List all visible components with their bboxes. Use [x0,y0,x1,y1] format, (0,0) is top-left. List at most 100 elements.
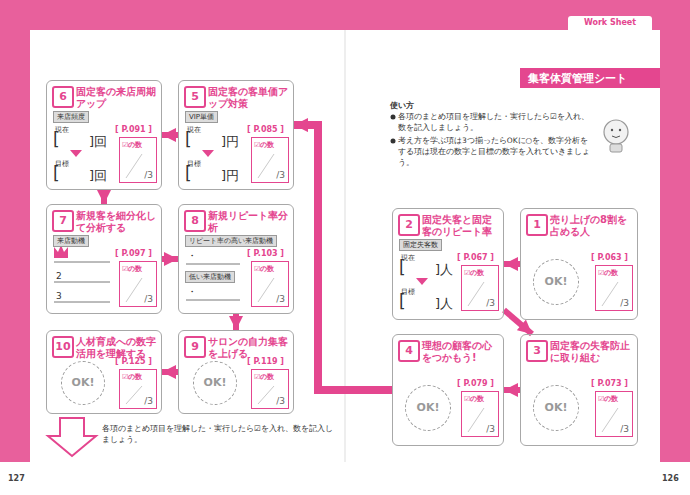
check-count-label: ☑の数 [122,372,142,382]
check-count-total: /3 [276,170,285,180]
tag-text: 来店動機 [57,237,85,245]
page-ref: [ P.073 ] [591,379,628,388]
bullet-mark: ・ [187,285,197,299]
page-ref: [ P.125 ] [115,357,152,366]
check-count-box: ☑の数/3 [251,137,289,183]
check-count-total: /3 [144,294,153,304]
step-title: 新規リピート率分析 [208,210,290,233]
tab-label: Work Sheet [568,16,652,30]
step-number: 9 [184,336,206,358]
step-title: サロンの自力集客を上げる [208,336,290,359]
instruction-text: 各項のまとめ項目を理解した・実行したら☑を入れ、数を記入しましょう。 [398,112,594,134]
step-title: 固定客の来店周期アップ [76,86,158,109]
step-title: 新規客を細分化して分析する [76,210,158,233]
page-number: 127 [8,474,25,483]
ok-circle: OK! [533,385,579,431]
step-box: 6固定客の来店周期アップ現在[]回目標[]回[ P.091 ]来店頻度☑の数/3 [46,80,162,190]
flow-arrow [162,369,178,375]
bracket: [ [53,165,60,182]
step-title: 固定客の客単価アップ対策 [208,86,290,109]
tag-label: リピート率の高い来店動機 [185,235,277,247]
flow-arrow [504,387,520,393]
bracket-unit: ]回 [89,135,107,148]
check-count-total: /3 [144,170,153,180]
flow-arrow [233,314,239,330]
step-number: 7 [52,210,74,232]
check-count-label: ☑の数 [254,264,274,274]
ok-text: OK! [534,401,578,414]
step-number: 6 [52,86,74,108]
check-count-label: ☑の数 [122,264,142,274]
tag-text: 来店頻度 [57,113,85,121]
bracket-unit: ]円 [221,135,239,148]
check-count-total: /3 [486,298,495,308]
check-count-total: /3 [486,424,495,434]
check-count-label: ☑の数 [122,140,142,150]
check-count-box: ☑の数/3 [119,137,157,183]
instruction-text: 考え方を学ぶ項は3つ揃ったらOKに○を、数字分析をする項は現在の数字と目標の数字… [398,136,594,169]
ok-text: OK! [62,376,104,389]
check-count-label: ☑の数 [598,394,618,404]
page-ref: [ P.067 ] [457,253,494,262]
step-title: 売り上げの8割を占める人 [550,214,634,237]
ok-circle: OK! [61,361,105,405]
check-count-label: ☑の数 [464,394,484,404]
page-ref: [ P.085 ] [247,125,284,134]
check-count-total: /3 [620,424,629,434]
step-number: 5 [184,86,206,108]
step-title: 固定客の失客防止に取り組む [550,340,634,363]
tag-text: リピート率の高い来店動機 [189,237,273,245]
outline-arrow [48,418,96,456]
tag-label: 来店動機 [53,235,89,247]
tag-text: 低い来店動機 [189,273,231,281]
check-count-box: ☑の数/3 [119,369,157,409]
tag-label: 来店頻度 [53,111,89,123]
bracket: [ [399,293,406,310]
page-ref: [ P.079 ] [457,379,494,388]
ok-circle: OK! [193,361,237,405]
tag-label: 固定失客数 [399,239,442,251]
check-count-total: /3 [144,396,153,406]
ok-circle: OK! [533,259,579,305]
flow-arrow [504,261,520,267]
note-text: 各項のまとめ項目を理解した・実行したら☑を入れ、数を記入しましょう。 [102,424,338,446]
step-number: 10 [52,336,74,358]
check-count-label: ☑の数 [598,268,618,278]
bullet-mark: ・ [187,249,197,263]
step-box: 1売り上げの8割を占める人 [ P.063 ] OK! ☑の数/3 [520,208,638,320]
tag-label: VIP単価 [185,111,218,123]
page-ref: [ P.103 ] [247,249,284,258]
check-count-total: /3 [620,298,629,308]
step-box: 2固定失客と固定客のリピート率現在[]人目標[]人[ P.067 ]固定失客数☑… [392,208,504,320]
bracket: [ [185,131,192,148]
ok-text: OK! [194,376,236,389]
flow-arrow [294,125,392,390]
step-box: 3固定客の失客防止に取り組む [ P.073 ] OK! ☑の数/3 [520,334,638,446]
rank-number: 2 [56,271,62,281]
check-count-box: ☑の数/3 [251,369,289,409]
rank-number: 3 [56,291,62,301]
check-count-box: ☑の数/3 [461,391,499,437]
check-count-total: /3 [276,396,285,406]
check-count-box: ☑の数/3 [119,261,157,307]
step-box: 7新規客を細分化して分析する23[ P.097 ]来店動機☑の数/3 [46,204,162,314]
flow-arrow [101,190,107,204]
step-title: 固定失客と固定客のリピート率 [422,214,500,237]
check-count-label: ☑の数 [254,140,274,150]
step-box: 4理想の顧客の心をつかもう![ P.079 ]OK!☑の数/3 [392,334,504,446]
page-number: 126 [662,474,679,483]
step-number: 3 [526,340,548,362]
step-number: 1 [526,214,548,236]
tag-text: 固定失客数 [403,241,438,249]
character-icon [604,120,628,152]
ok-text: OK! [534,275,578,288]
flow-arrow [162,256,178,262]
tag-label: 低い来店動機 [185,271,235,283]
flow-arrow [504,310,532,334]
check-count-label: ☑の数 [464,268,484,278]
ok-circle: OK! [405,385,451,431]
step-number: 2 [398,214,420,236]
step-title: 人材育成への数字活用を理解する [76,336,158,359]
page-ref: [ P.063 ] [591,253,628,262]
